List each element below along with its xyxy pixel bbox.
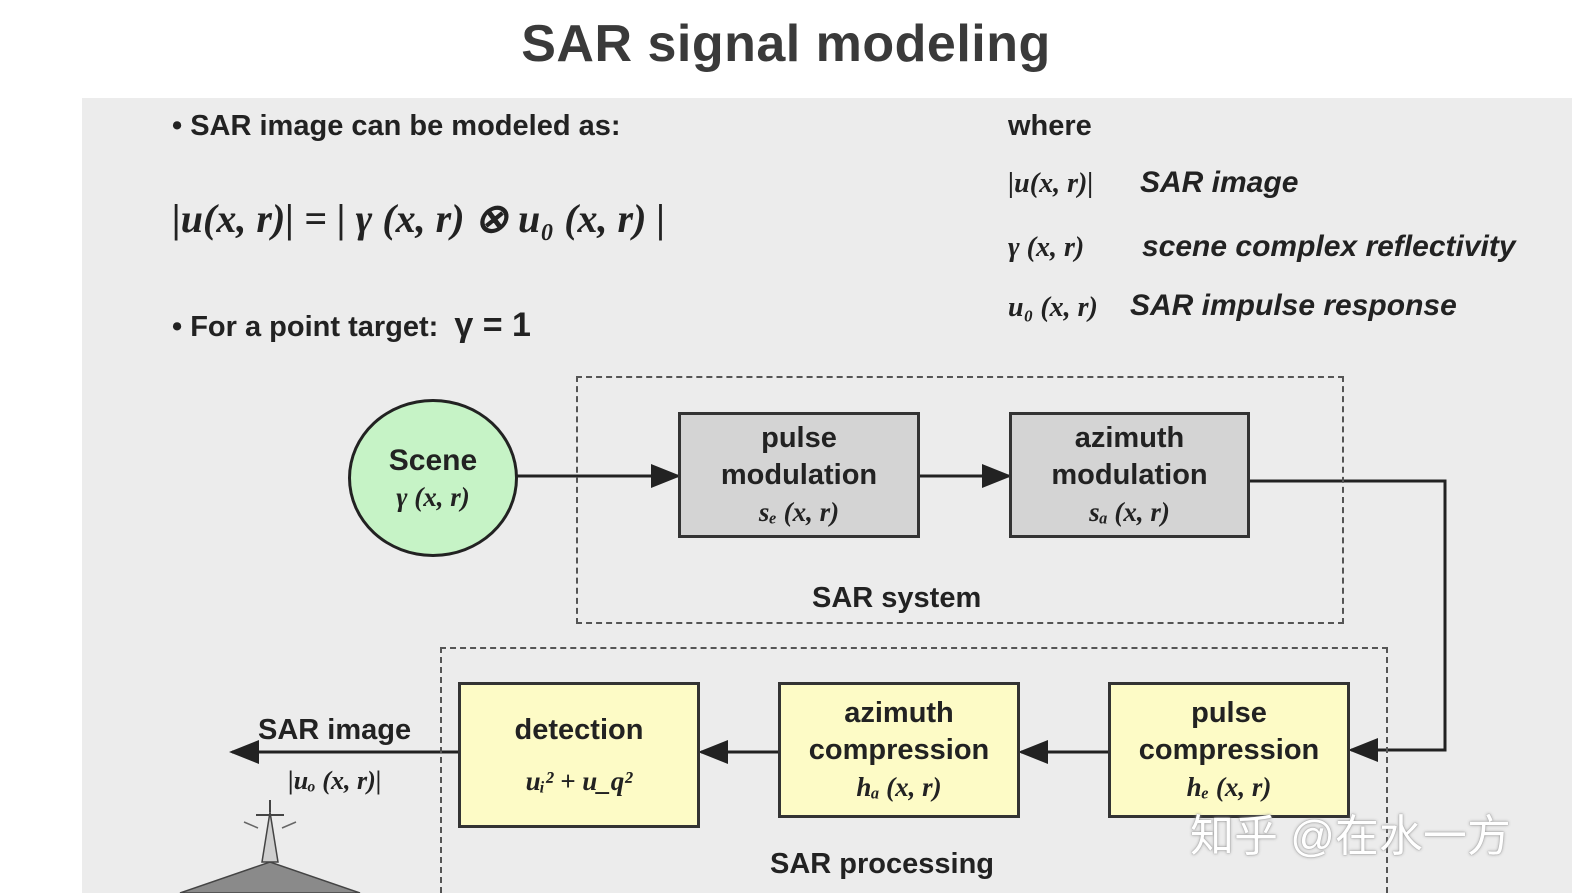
azimuth-compression-line1: azimuth bbox=[844, 697, 954, 729]
pulse-compression-line2: compression bbox=[1138, 734, 1320, 766]
legend-symbol-reflectivity: γ (x, r) bbox=[1008, 232, 1085, 263]
legend-text-image: SAR image bbox=[1140, 166, 1299, 199]
azimuth-compression-box: azimuth compression hₐ (x, r) bbox=[778, 682, 1020, 818]
legend-text-reflectivity: scene complex reflectivity bbox=[1142, 230, 1516, 263]
bullet-point-target: • For a point target: γ = 1 bbox=[172, 306, 531, 345]
watermark-text: 知乎 @在水一方 bbox=[1190, 812, 1511, 861]
azimuth-modulation-formula: sₐ (x, r) bbox=[1089, 497, 1170, 527]
legend-text-impulse: SAR impulse response bbox=[1130, 289, 1457, 322]
scene-node: Scene γ (x, r) bbox=[348, 399, 518, 557]
pulse-compression-line1: pulse bbox=[1191, 697, 1267, 729]
bullet-point-target-text: For a point target: bbox=[190, 311, 439, 343]
output-formula: |uₒ (x, r)| bbox=[288, 766, 382, 795]
azimuth-modulation-line2: modulation bbox=[1051, 459, 1208, 491]
legend-heading: where bbox=[1008, 110, 1092, 142]
azimuth-compression-formula: hₐ (x, r) bbox=[856, 772, 942, 802]
sar-processing-group bbox=[440, 647, 1388, 893]
legend-symbol-image: |u(x, r)| bbox=[1008, 168, 1094, 199]
azimuth-modulation-line1: azimuth bbox=[1074, 422, 1185, 454]
detection-label: detection bbox=[514, 713, 644, 746]
model-equation-text: |u(x, r)| = | γ (x, r) ⊗ u₀ (x, r) | bbox=[172, 196, 666, 241]
pulse-modulation-formula: sₑ (x, r) bbox=[758, 497, 840, 527]
azimuth-modulation-box: azimuth modulation sₐ (x, r) bbox=[1009, 412, 1250, 538]
pulse-compression-box: pulse compression hₑ (x, r) bbox=[1108, 682, 1350, 818]
pulse-modulation-line1: pulse bbox=[761, 422, 837, 454]
legend-symbol-impulse: u₀ (x, r) bbox=[1008, 292, 1098, 323]
azimuth-compression-line2: compression bbox=[808, 734, 990, 766]
bullet-dot: • bbox=[172, 311, 191, 343]
scene-label: Scene bbox=[388, 444, 478, 477]
pulse-compression-formula: hₑ (x, r) bbox=[1186, 772, 1272, 802]
model-equation: |u(x, r)| = | γ (x, r) ⊗ u₀ (x, r) | bbox=[172, 195, 665, 242]
point-target-equation: γ = 1 bbox=[454, 306, 531, 344]
sar-system-group bbox=[576, 376, 1344, 624]
bullet-dot: • bbox=[172, 110, 191, 142]
arrow-system-to-processing bbox=[1248, 479, 1447, 762]
sar-processing-label: SAR processing bbox=[770, 848, 994, 880]
detection-box: detection uᵢ² + u_q² bbox=[458, 682, 700, 828]
output-label: SAR image bbox=[258, 714, 412, 746]
sar-system-label: SAR system bbox=[812, 582, 982, 614]
scene-formula: γ (x, r) bbox=[396, 482, 470, 512]
pulse-modulation-box: pulse modulation sₑ (x, r) bbox=[678, 412, 920, 538]
antenna-icon bbox=[179, 800, 361, 893]
detection-formula: uᵢ² + u_q² bbox=[525, 765, 633, 796]
bullet-model-text: SAR image can be modeled as: bbox=[190, 110, 621, 142]
bullet-model: • SAR image can be modeled as: bbox=[172, 110, 621, 143]
pulse-modulation-line2: modulation bbox=[720, 459, 878, 491]
page-title: SAR signal modeling bbox=[521, 15, 1051, 73]
